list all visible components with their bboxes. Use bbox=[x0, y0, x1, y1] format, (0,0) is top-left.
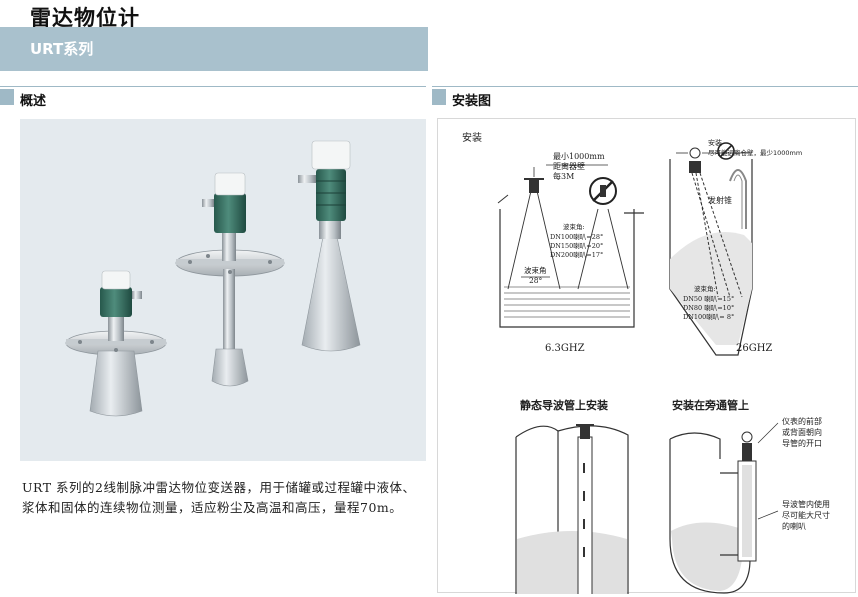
radar-device-rod bbox=[175, 172, 285, 387]
series-banner: URT系列 bbox=[0, 27, 428, 71]
left-beam-angle-value: 28° bbox=[529, 276, 543, 285]
bypass-note-bottom-1: 导波管内使用 bbox=[782, 499, 830, 509]
section-header-overview: 概述 bbox=[0, 86, 426, 109]
section-title-installation: 安装图 bbox=[452, 94, 492, 109]
left-note-line-1: 最小1000mm bbox=[553, 152, 605, 161]
installation-drawings: 安装 最小1000mm 距离器壁 每3M bbox=[462, 131, 830, 594]
right-beam-line-1: 波束角: bbox=[694, 284, 716, 293]
right-beam-line-2: DN50 喇叭=15° bbox=[683, 294, 734, 303]
page-title: 雷达物位计 bbox=[30, 6, 140, 30]
silo-26ghz bbox=[669, 142, 753, 356]
tank-6-3ghz bbox=[497, 164, 644, 328]
still-pipe-vessel bbox=[515, 424, 629, 594]
product-description: URT 系列的2线制脉冲雷达物位变送器，用于储罐或过程罐中液体、浆体和固体的连续… bbox=[22, 480, 416, 515]
caption-26ghz: 26GHZ bbox=[736, 343, 772, 354]
panel-label: 安装 bbox=[462, 131, 482, 144]
emit-cone-label: 发射锥 bbox=[708, 195, 732, 205]
caption-6-3ghz: 6.3GHZ bbox=[545, 343, 585, 354]
bypass-note-top-2: 或背面朝向 bbox=[782, 427, 822, 437]
left-beam-angle-label: 波束角 bbox=[524, 265, 547, 275]
left-note-line-2: 距离器壁 bbox=[553, 161, 585, 171]
installation-diagram: 安装 最小1000mm 距离器壁 每3M bbox=[437, 118, 856, 594]
still-pipe-title: 静态导波管上安装 bbox=[520, 398, 608, 412]
section-header-installation: 安装图 bbox=[432, 86, 858, 109]
left-beam-line-4: DN200喇叭=17° bbox=[550, 250, 603, 259]
bypass-title: 安装在旁通管上 bbox=[672, 398, 749, 412]
radar-device-horn bbox=[298, 140, 361, 352]
section-marker bbox=[432, 89, 446, 105]
bypass-note-top-1: 仪表的前部 bbox=[782, 416, 822, 426]
bypass-vessel bbox=[669, 422, 779, 594]
right-beam-line-3: DN80 喇叭=10° bbox=[683, 303, 734, 312]
section-marker bbox=[0, 89, 14, 105]
bypass-note-bottom-3: 的喇叭 bbox=[782, 521, 806, 531]
radar-device-small bbox=[65, 270, 167, 417]
bypass-note-top-3: 导管的开口 bbox=[782, 438, 822, 448]
left-beam-line-3: DN150喇叭=20° bbox=[550, 241, 603, 250]
right-install-label: 安装 bbox=[708, 138, 722, 147]
left-note-line-3: 每3M bbox=[553, 171, 574, 181]
right-install-note: 尽可能远离仓壁，最少1000mm bbox=[708, 148, 802, 157]
section-title-overview: 概述 bbox=[20, 94, 47, 109]
product-photo bbox=[20, 119, 426, 461]
left-beam-line-2: DN100喇叭=28° bbox=[550, 232, 603, 241]
product-illustration bbox=[65, 140, 361, 417]
left-beam-line-1: 波束角: bbox=[563, 222, 585, 231]
bypass-note-bottom-2: 尽可能大尺寸 bbox=[782, 510, 830, 520]
right-beam-line-4: DN100喇叭= 8° bbox=[683, 312, 734, 321]
series-label: URT系列 bbox=[30, 40, 94, 58]
